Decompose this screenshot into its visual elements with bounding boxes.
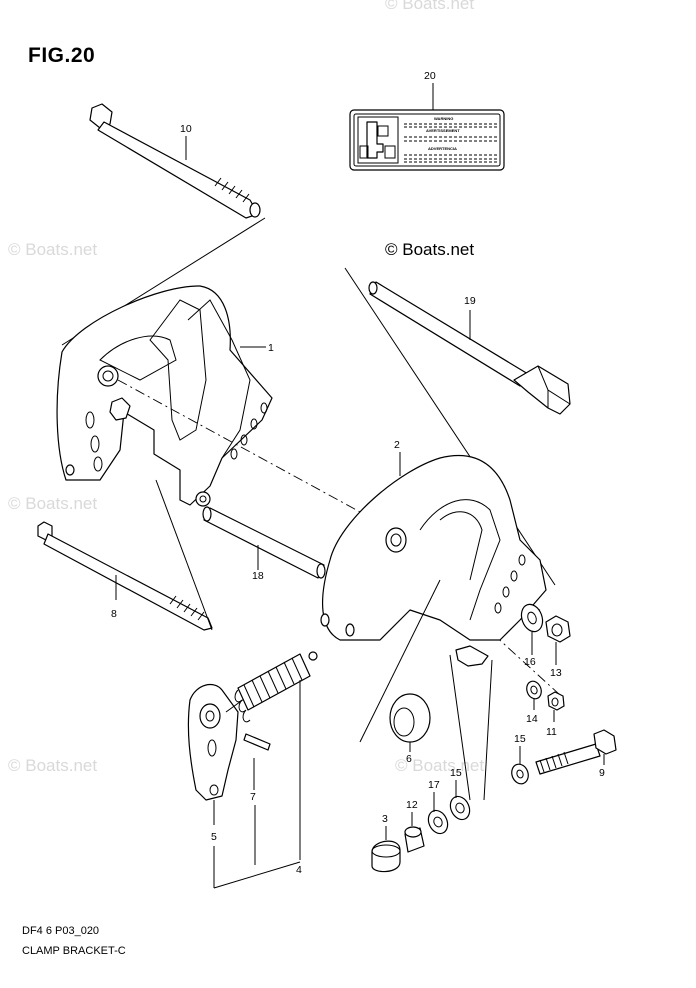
figure-title: FIG.20: [28, 44, 96, 67]
callout-12: 12: [406, 799, 418, 811]
watermark: © Boats.net: [395, 756, 485, 775]
part-12-bushing[interactable]: [404, 826, 425, 853]
part-16-washer[interactable]: [518, 601, 546, 634]
callout-9: 9: [599, 767, 605, 779]
label-avertissement-text: AVERTISSEMENT: [426, 128, 460, 133]
callout-11: 11: [546, 726, 557, 738]
part-9-bolt[interactable]: [535, 729, 617, 775]
part-5-tilt-lever[interactable]: [187, 683, 239, 801]
part-1-clamp-bracket[interactable]: [56, 285, 273, 507]
part-8-bolt[interactable]: [37, 521, 213, 631]
diagram-caption: CLAMP BRACKET-C: [22, 945, 126, 957]
callout-20: 20: [424, 70, 436, 82]
label-advertencia-text: ADVERTENCIA: [428, 146, 457, 151]
part-6-cap[interactable]: [389, 693, 431, 743]
watermark: © Boats.net: [8, 240, 98, 259]
part-2-clamp-bracket[interactable]: [320, 454, 547, 667]
callout-17: 17: [428, 779, 440, 791]
label-warning-text: WARNING: [434, 116, 453, 121]
part-18-shaft[interactable]: [202, 506, 326, 579]
callout-10: 10: [180, 123, 192, 135]
callout-15-upper: 15: [514, 733, 526, 745]
callout-19: 19: [464, 295, 476, 307]
diagram-code: DF4 6 P03_020: [22, 925, 100, 937]
watermark: © Boats.net: [385, 0, 475, 13]
callout-13: 13: [550, 667, 562, 679]
callout-18: 18: [252, 570, 264, 582]
part-10-bolt[interactable]: [89, 103, 261, 219]
callout-2: 2: [394, 439, 400, 451]
part-17-washer[interactable]: [425, 807, 451, 836]
part-15-washer[interactable]: [447, 793, 473, 822]
callout-3: 3: [382, 813, 388, 825]
callout-15-lower: 15: [450, 767, 462, 779]
part-11-nut[interactable]: [547, 691, 565, 711]
part-19-rod[interactable]: [368, 281, 571, 415]
callout-1: 1: [268, 342, 274, 354]
part-3-rubber-cap[interactable]: [371, 840, 401, 873]
callout-6: 6: [406, 753, 412, 765]
part-20-warning-label[interactable]: WARNING AVERTISSEMENT ADVERTENCIA: [349, 109, 505, 171]
watermark: © Boats.net: [8, 494, 98, 513]
part-7-pin[interactable]: [243, 733, 271, 751]
callout-4: 4: [296, 864, 302, 876]
callout-16: 16: [524, 656, 536, 668]
callout-14: 14: [526, 713, 538, 725]
part-15-washer-2[interactable]: [509, 762, 531, 786]
copyright-notice: © Boats.net: [385, 240, 475, 259]
callout-5: 5: [211, 831, 217, 843]
part-14-washer[interactable]: [524, 679, 543, 701]
callout-8: 8: [111, 608, 117, 620]
part-13-nut[interactable]: [545, 615, 571, 643]
part-4-spring[interactable]: [225, 651, 318, 723]
callout-7: 7: [250, 791, 256, 803]
watermark: © Boats.net: [8, 756, 98, 775]
